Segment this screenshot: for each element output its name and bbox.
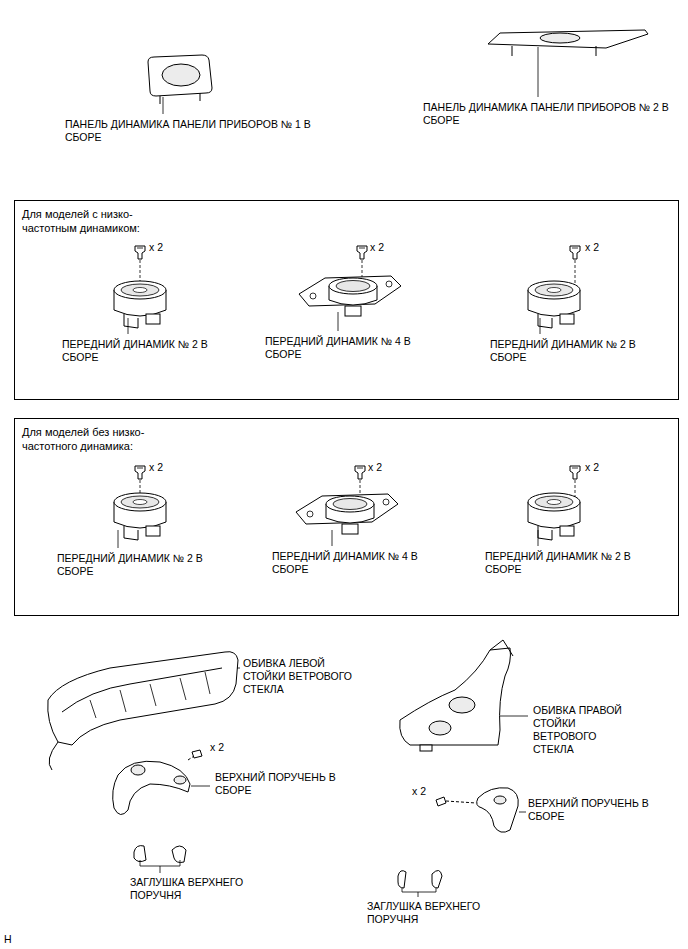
quantity-note: H (4, 933, 24, 946)
condition-frame: Для моделей без низко- частотного динами… (14, 418, 679, 616)
leader-line (538, 47, 539, 97)
quantity-note: x 2 (585, 461, 615, 474)
quantity-note: x 2 (370, 241, 400, 254)
grip-caps-right (398, 870, 442, 892)
speaker-set-with-woofer (114, 246, 580, 334)
leader-line (160, 866, 161, 873)
leader-line (191, 786, 210, 787)
part-name: ВЕРХНИЙ ПОРУЧЕНЬ В СБОРЕ (528, 797, 658, 823)
right-assist-grip (436, 788, 518, 833)
quantity-note: x 2 (585, 241, 615, 254)
dash-panel-speaker-1 (148, 55, 212, 104)
frame-heading: Для моделей без низко- частотного динами… (22, 425, 167, 454)
left-pillar-trim (48, 652, 238, 770)
part-name: ЗАГЛУШКА ВЕРХНЕГО ПОРУЧНЯ (130, 876, 265, 902)
quantity-note: x 2 (368, 461, 398, 474)
leader-line (500, 716, 528, 717)
quantity-note: x 2 (412, 785, 442, 798)
leader-line (237, 668, 240, 669)
part-name: ОБИВКА ЛЕВОЙ СТОЙКИ ВЕТРОВОГО СТЕКЛА (243, 657, 368, 696)
part-name: ПАНЕЛЬ ДИНАМИКА ПАНЕЛИ ПРИБОРОВ № 2 В СБ… (423, 101, 678, 127)
quantity-note: x 2 (149, 461, 179, 474)
right-pillar-trim (400, 640, 513, 751)
condition-frame: Для моделей с низко- частотным динамиком… (14, 200, 679, 400)
quantity-note: x 2 (149, 241, 179, 254)
part-name: ПАНЕЛЬ ДИНАМИКА ПАНЕЛИ ПРИБОРОВ № 1 В СБ… (65, 118, 315, 144)
leader-line (163, 97, 164, 114)
part-name: ПЕРЕДНИЙ ДИНАМИК № 2 В СБОРЕ (57, 552, 215, 578)
part-name: ЗАГЛУШКА ВЕРХНЕГО ПОРУЧНЯ (367, 900, 502, 926)
left-assist-grip (113, 750, 202, 815)
part-name: ПЕРЕДНИЙ ДИНАМИК № 2 В СБОРЕ (62, 338, 220, 364)
part-name: ПЕРЕДНИЙ ДИНАМИК № 4 В СБОРЕ (265, 335, 423, 361)
frame-heading: Для моделей с низко- частотным динамиком… (22, 207, 167, 236)
leader-line (519, 812, 526, 813)
quantity-note: x 2 (210, 741, 240, 754)
grip-caps-left (134, 846, 186, 866)
part-name: ВЕРХНИЙ ПОРУЧЕНЬ В СБОРЕ (215, 771, 343, 797)
part-name: ПЕРЕДНИЙ ДИНАМИК № 2 В СБОРЕ (485, 550, 643, 576)
part-name: ПЕРЕДНИЙ ДИНАМИК № 2 В СБОРЕ (490, 338, 648, 364)
dash-panel-speaker-2 (488, 30, 648, 56)
part-name: ПЕРЕДНИЙ ДИНАМИК № 4 В СБОРЕ (272, 550, 430, 576)
leader-line (418, 892, 419, 897)
part-name: ОБИВКА ПРАВОЙ СТОЙКИ ВЕТРОВОГО СТЕКЛА (533, 704, 633, 757)
speaker-set-without-woofer (114, 466, 580, 548)
